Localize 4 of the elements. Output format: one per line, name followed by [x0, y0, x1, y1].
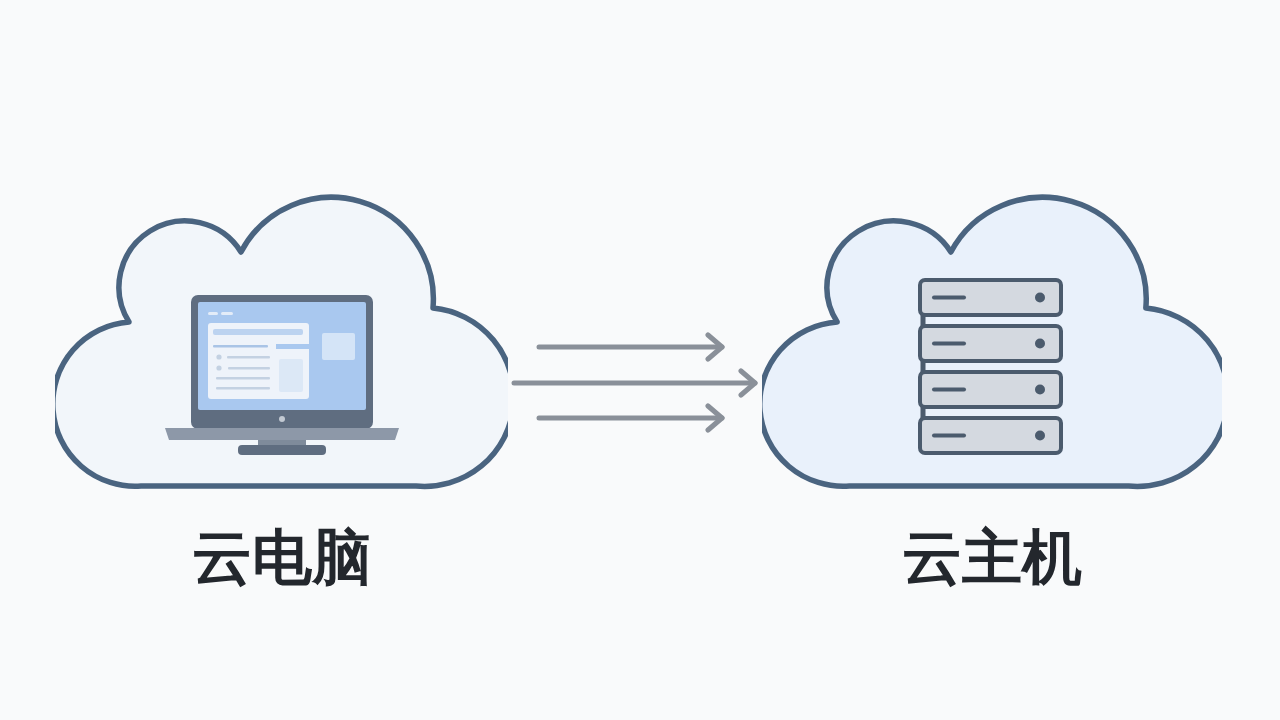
node-label: 云电脑: [190, 526, 373, 589]
node-label: 云主机: [901, 526, 1083, 589]
arrow: [536, 332, 725, 362]
arrow: [536, 403, 725, 433]
